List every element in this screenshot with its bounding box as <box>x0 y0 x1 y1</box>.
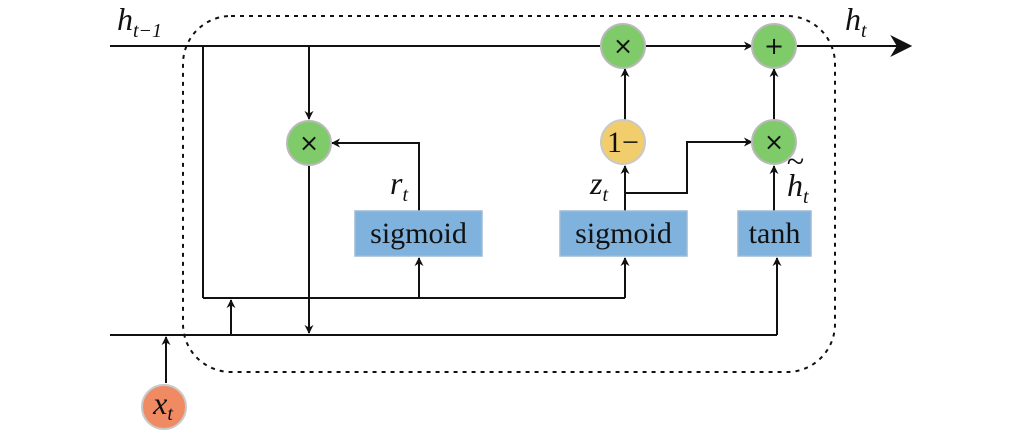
plus-icon: + <box>764 32 784 60</box>
update-gate-label: sigmoid <box>575 217 672 250</box>
output-hidden-label: ht <box>845 1 867 42</box>
cell-boundary <box>182 15 836 373</box>
one-minus-label: 1− <box>607 126 639 159</box>
reset-gate-feedback <box>331 138 420 211</box>
reset-gate-output-label: rt <box>390 165 408 206</box>
add-node: + <box>751 23 797 69</box>
candidate-box: tanh <box>737 210 812 257</box>
candidate-label: tanh <box>749 217 801 250</box>
one-minus-node: 1− <box>600 119 646 165</box>
multiply-icon: × <box>613 32 633 60</box>
multiply-icon: × <box>764 128 784 156</box>
svg-text:ht: ht <box>787 167 809 208</box>
multiply-icon: × <box>299 129 319 157</box>
top-multiply-node: × <box>600 23 646 69</box>
update-gate-output-label: zt <box>589 165 608 206</box>
reset-multiply-node: × <box>286 120 332 166</box>
reset-gate-box: sigmoid <box>354 210 483 257</box>
tilde-accent: ~ <box>786 143 803 179</box>
candidate-state-label: ~ ht <box>786 143 809 208</box>
update-gate-box: sigmoid <box>559 210 688 257</box>
input-node: xt <box>141 384 187 430</box>
input-label: xt <box>152 385 173 425</box>
reset-gate-label: sigmoid <box>370 217 467 250</box>
candidate-multiply-node: × <box>751 119 797 165</box>
prev-hidden-label: ht−1 <box>117 1 162 42</box>
update-to-candidate-mul <box>625 137 753 194</box>
